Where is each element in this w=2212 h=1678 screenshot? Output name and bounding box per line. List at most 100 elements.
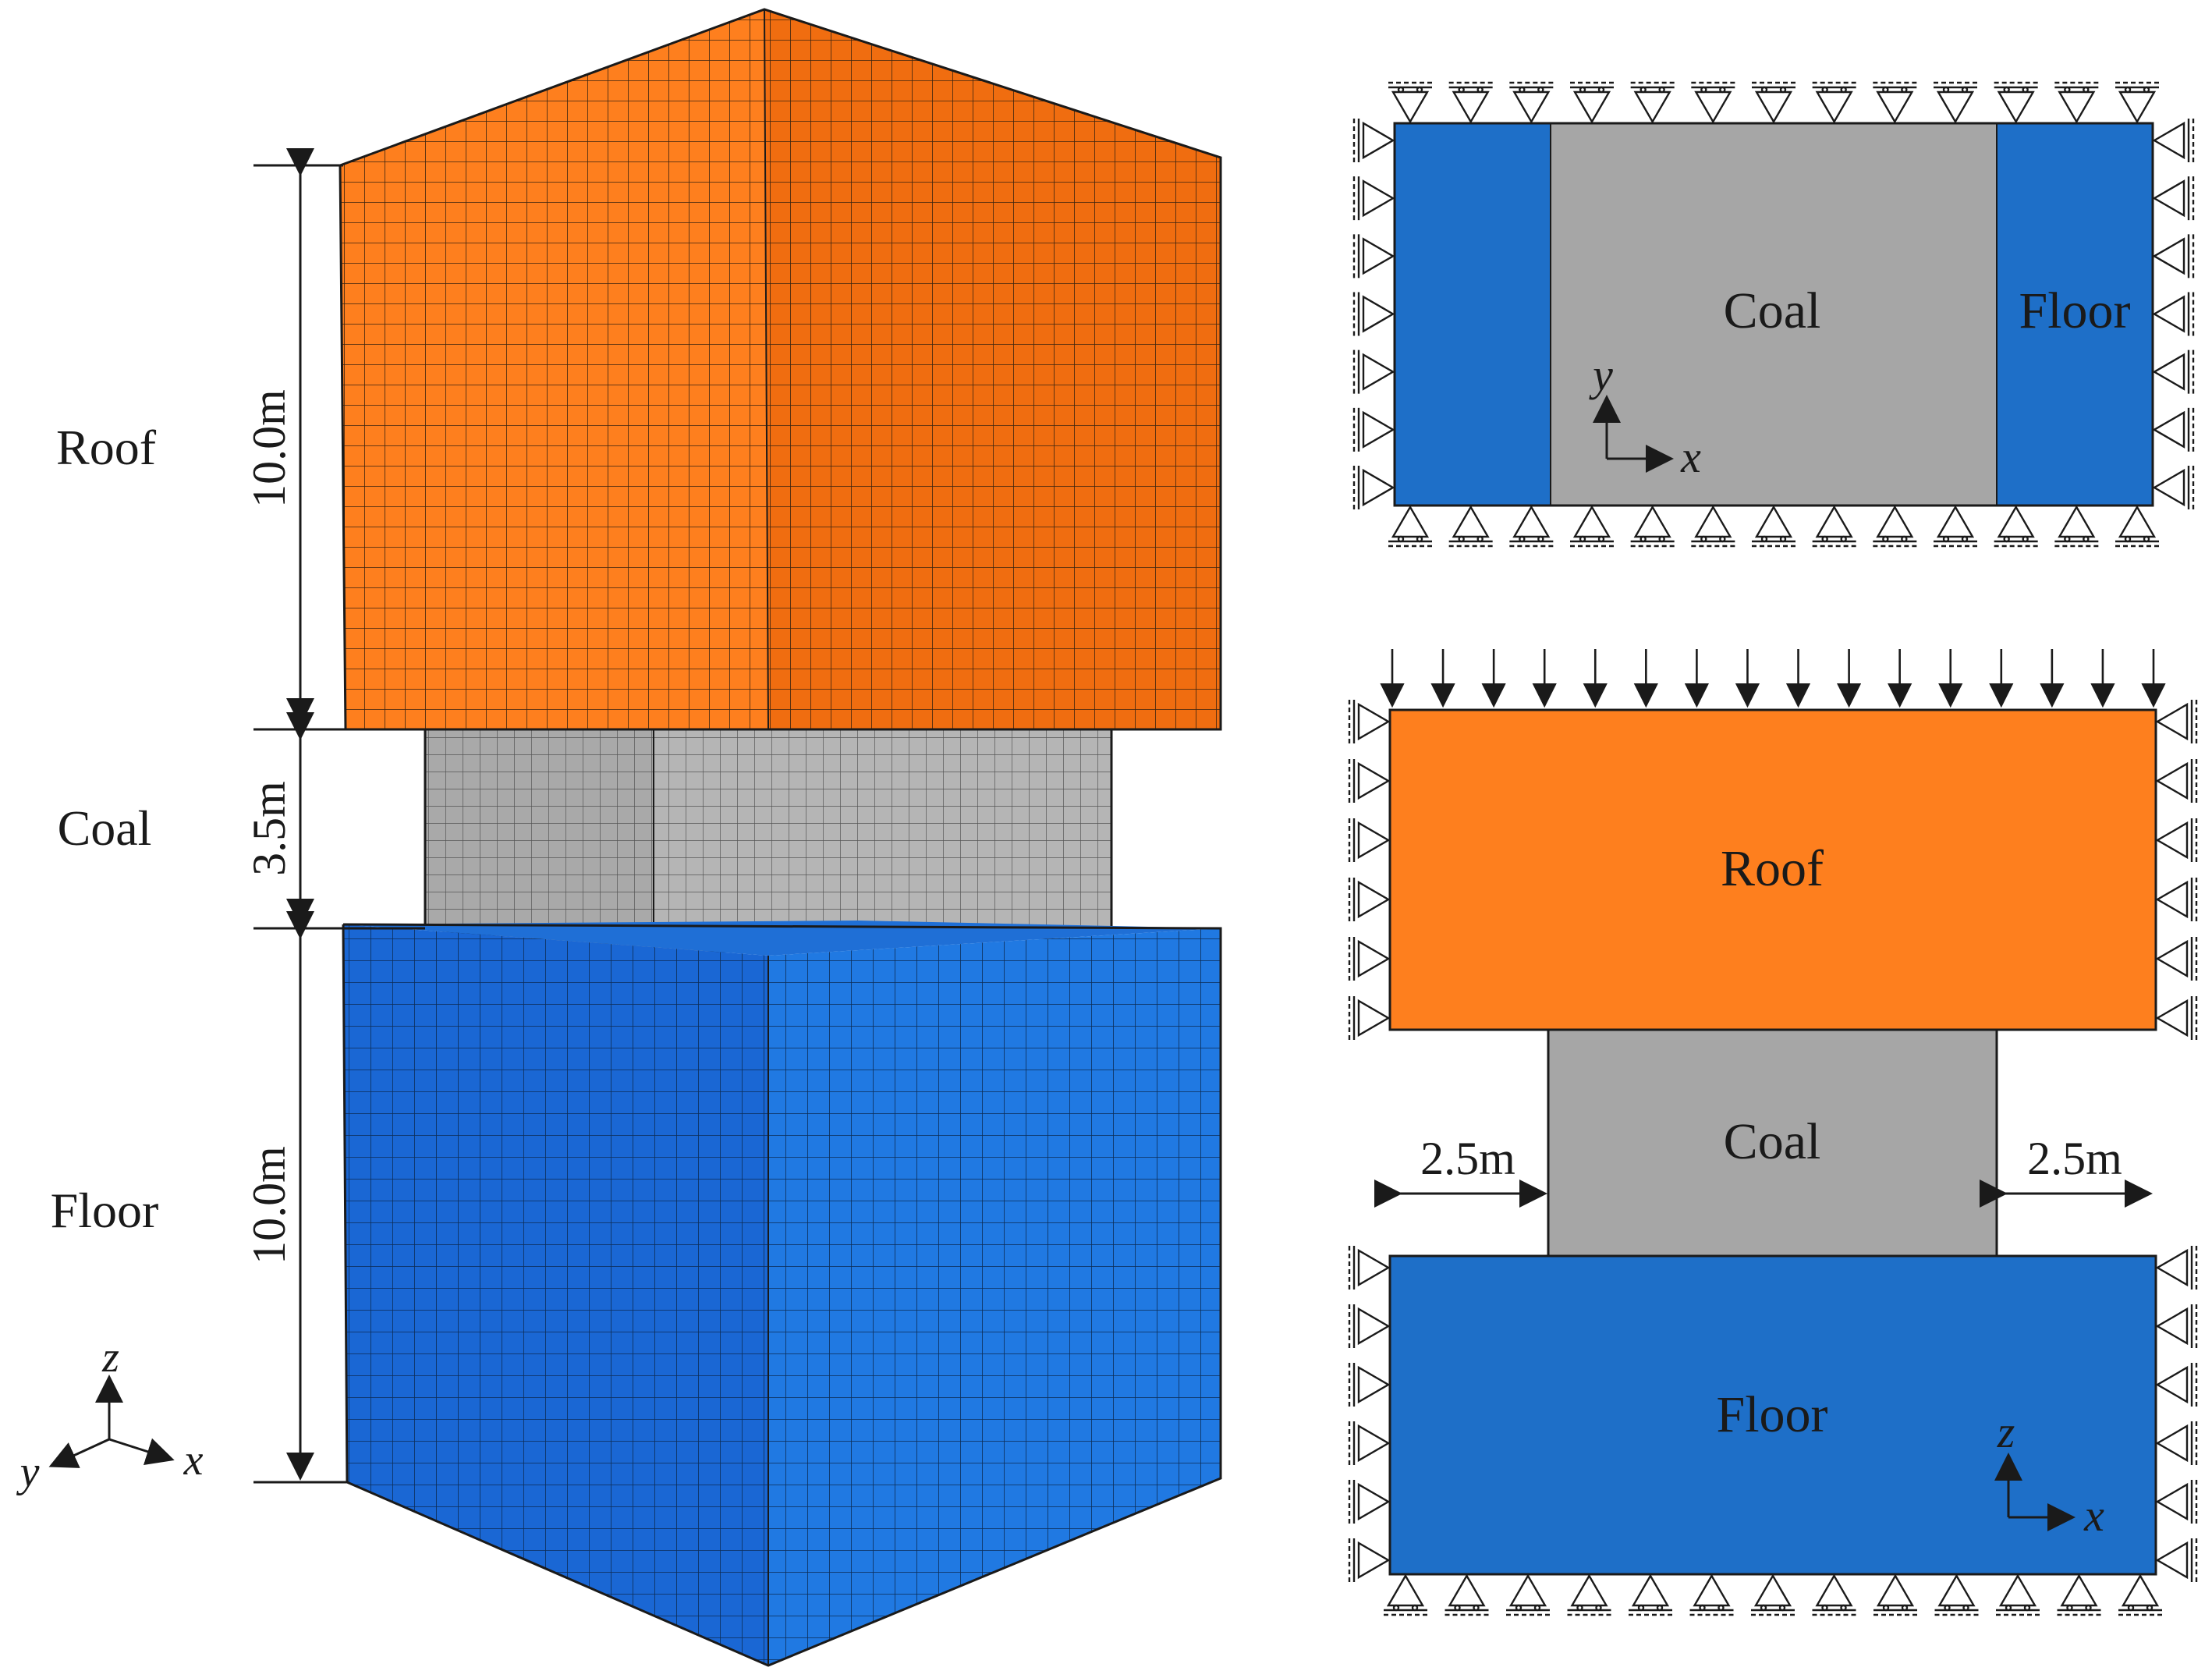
roller-support-icon	[1509, 81, 1554, 124]
floor-right-face-mesh	[768, 928, 1221, 1666]
section-coal	[1547, 1028, 1998, 1258]
roller-support-icon	[1996, 1573, 2040, 1616]
floor-label: Floor	[51, 1183, 159, 1238]
plan-view: Coal Floor y x	[1352, 81, 2195, 548]
floor-left-face-mesh	[343, 924, 768, 1666]
section-roof-label: Roof	[1721, 840, 1824, 897]
roller-support-icon	[2057, 1573, 2101, 1616]
roller-support-icon	[1448, 505, 1493, 548]
roller-support-icon	[1348, 996, 1391, 1040]
dimension-lines	[253, 148, 425, 1484]
roller-support-icon	[1570, 81, 1614, 124]
roller-support-icon	[1691, 81, 1735, 124]
coal-label: Coal	[58, 800, 152, 856]
roller-support-icon	[1509, 505, 1554, 548]
section-axes	[1994, 1453, 2076, 1531]
roller-support-icon	[1388, 81, 1432, 124]
roller-support-icon	[1348, 1363, 1391, 1407]
roller-support-icon	[1352, 234, 1395, 278]
axis-y-label: y	[16, 1448, 40, 1496]
section-axis-x-label: x	[2083, 1490, 2104, 1541]
floor-block	[342, 921, 1222, 1667]
vertical-load-arrows	[1380, 649, 2166, 708]
roller-support-icon	[1388, 505, 1432, 548]
roller-support-icon	[1934, 81, 1977, 124]
roller-support-icon	[2152, 292, 2195, 336]
xyz-axes-triad	[48, 1375, 175, 1468]
roof-block	[339, 8, 1222, 731]
axis-x-label: x	[183, 1436, 204, 1485]
section-view: Roof Coal Floor 2.5m 2.5m z x	[1348, 649, 2198, 1616]
floor-top-face	[343, 921, 1221, 956]
plan-boundary-supports	[1352, 81, 2195, 548]
roller-support-icon	[1348, 878, 1391, 921]
roller-support-icon	[1348, 700, 1391, 743]
plan-floor-right	[1997, 123, 2153, 506]
coal-height-label: 3.5m	[243, 781, 295, 876]
roller-support-icon	[1630, 505, 1675, 548]
roller-support-icon	[1352, 407, 1395, 452]
roller-support-icon	[2152, 407, 2195, 452]
roof-height-label: 10.0m	[243, 389, 295, 508]
plan-axes	[1593, 395, 1674, 473]
section-axis-z-label: z	[1997, 1407, 2015, 1457]
roller-support-icon	[1934, 1573, 1979, 1616]
roller-support-icon	[2054, 81, 2099, 124]
roller-support-icon	[2155, 818, 2198, 862]
roller-support-icon	[1873, 1573, 1917, 1616]
roof-label: Roof	[56, 420, 157, 475]
plan-floor-left	[1395, 123, 1551, 506]
floor-height-label: 10.0m	[243, 1146, 295, 1265]
three-d-model: 10.0m 3.5m 10.0m Roof Coal Floor z x y	[16, 8, 1222, 1667]
section-coal-label: Coal	[1724, 1113, 1821, 1170]
roller-support-icon	[1752, 505, 1795, 548]
roller-support-icon	[1752, 81, 1795, 124]
roller-support-icon	[1691, 505, 1735, 548]
roller-support-icon	[2115, 81, 2159, 124]
roller-support-icon	[1348, 1421, 1391, 1465]
roller-support-icon	[1751, 1573, 1795, 1616]
roller-support-icon	[1629, 1573, 1672, 1616]
plan-floor-label: Floor	[2019, 282, 2130, 339]
axis-z-label: z	[101, 1333, 119, 1382]
roller-support-icon	[1348, 1538, 1391, 1582]
section-floor-label: Floor	[1716, 1386, 1827, 1443]
plan-coal-label: Coal	[1724, 282, 1821, 339]
roller-support-icon	[1348, 937, 1391, 981]
left-width-label: 2.5m	[1420, 1133, 1515, 1184]
roller-support-icon	[1352, 466, 1395, 509]
roller-support-icon	[2115, 505, 2159, 548]
roller-support-icon	[2155, 996, 2198, 1040]
roller-support-icon	[1812, 505, 1856, 548]
roller-support-icon	[1567, 1573, 1611, 1616]
section-boundary-supports	[1348, 700, 2198, 1616]
roller-support-icon	[2155, 700, 2198, 743]
roller-support-icon	[1994, 81, 2038, 124]
right-width-label: 2.5m	[2027, 1133, 2122, 1184]
roller-support-icon	[1934, 505, 1977, 548]
roller-support-icon	[1506, 1573, 1550, 1616]
roller-support-icon	[1812, 1573, 1856, 1616]
roller-support-icon	[1352, 176, 1395, 221]
plan-coal	[1551, 123, 1997, 506]
roller-support-icon	[1352, 292, 1395, 336]
roller-support-icon	[1348, 1246, 1391, 1290]
roller-support-icon	[2118, 1573, 2162, 1616]
roller-support-icon	[2152, 119, 2195, 162]
roof-left-face-mesh	[340, 9, 768, 729]
roller-support-icon	[1994, 505, 2038, 548]
roller-support-icon	[1570, 505, 1614, 548]
roller-support-icon	[1348, 759, 1391, 803]
roller-support-icon	[1689, 1573, 1734, 1616]
roller-support-icon	[1352, 349, 1395, 394]
roller-support-icon	[2155, 1304, 2198, 1348]
roller-support-icon	[1812, 81, 1856, 124]
roller-support-icon	[2152, 349, 2195, 394]
roller-support-icon	[1348, 1480, 1391, 1524]
roller-support-icon	[1873, 505, 1917, 548]
roller-support-icon	[2155, 1480, 2198, 1524]
roller-support-icon	[2155, 759, 2198, 803]
roller-support-icon	[1348, 818, 1391, 862]
roller-support-icon	[2155, 1363, 2198, 1407]
